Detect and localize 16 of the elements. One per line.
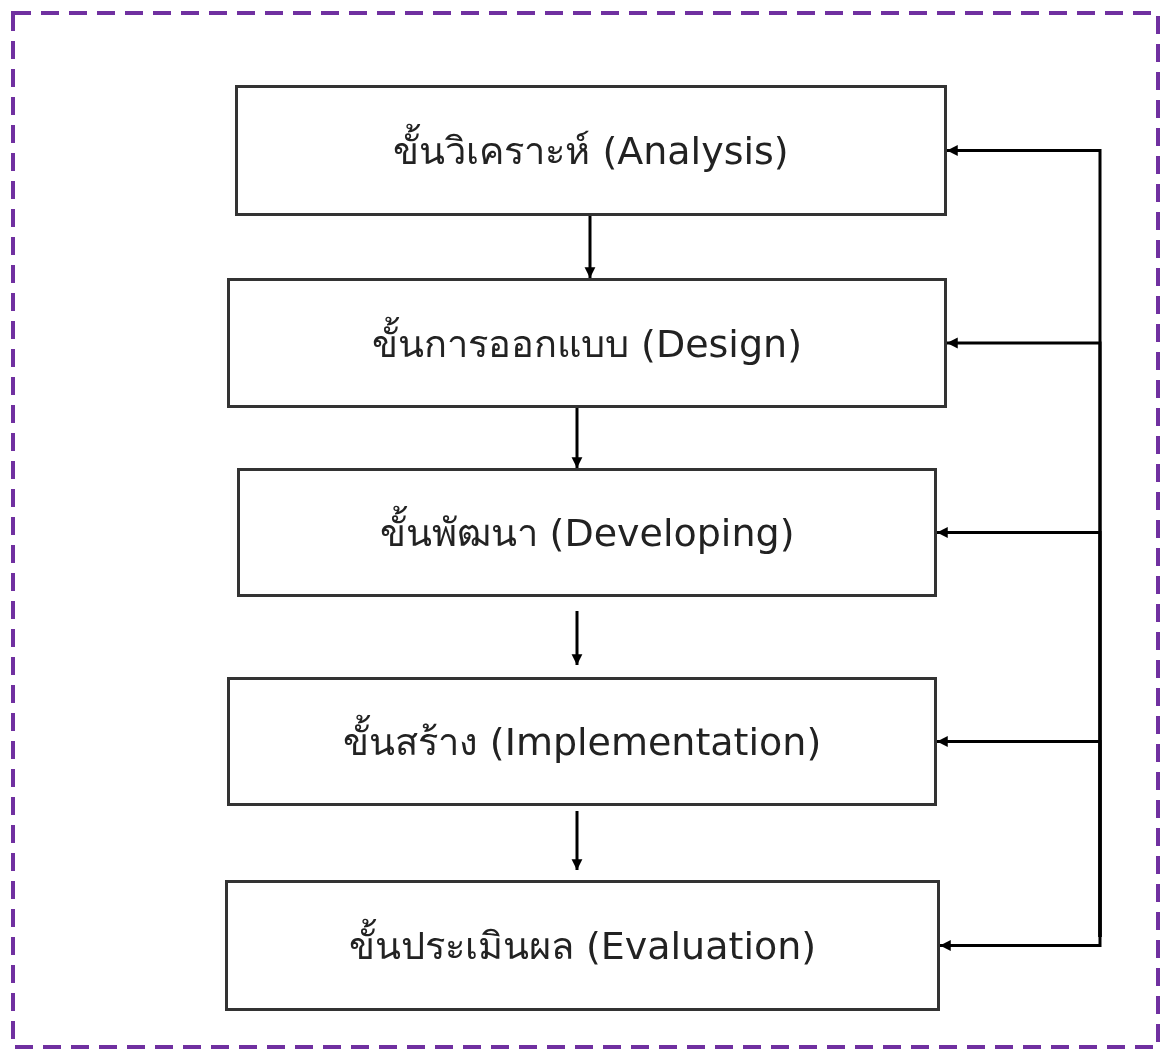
arrow — [939, 937, 1102, 951]
process-box — [237, 468, 937, 597]
process-box — [227, 278, 947, 408]
arrow — [571, 611, 583, 666]
step-label: ขั้นวิเคราะห์ (Analysis) — [393, 120, 789, 181]
process-box — [235, 85, 947, 216]
step-label: ขั้นพัฒนา (Developing) — [379, 502, 795, 563]
step-label: ขั้นสร้าง (Implementation) — [342, 711, 822, 772]
process-box — [227, 677, 937, 806]
arrow — [936, 736, 1102, 937]
step-label: ขั้นการออกแบบ (Design) — [372, 312, 802, 374]
arrow — [571, 408, 583, 469]
step-label: ขั้นประเมินผล (Evaluation) — [348, 915, 817, 976]
arrow — [584, 216, 596, 279]
process-box — [225, 880, 940, 1011]
arrow — [571, 811, 583, 871]
